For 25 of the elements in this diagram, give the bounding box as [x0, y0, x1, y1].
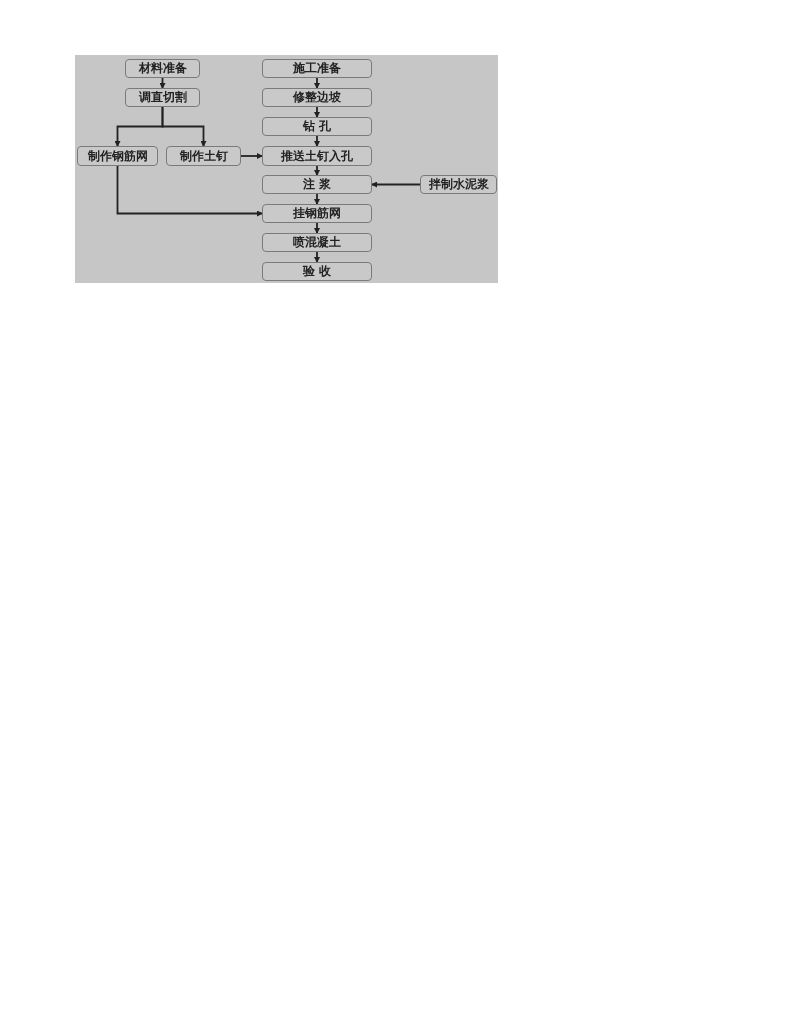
process-box: 注 浆 [262, 175, 372, 194]
arrow [159, 77, 166, 89]
arrow [116, 165, 263, 217]
arrow [314, 193, 320, 205]
arrow [314, 165, 320, 176]
arrow [240, 153, 263, 159]
process-box: 钻 孔 [262, 117, 372, 136]
process-box: 喷混凝土 [262, 233, 372, 252]
arrow [314, 222, 320, 234]
process-box: 推送土钉入孔 [262, 146, 372, 166]
process-box: 材料准备 [125, 59, 200, 78]
arrow [161, 106, 207, 147]
process-box: 调直切割 [125, 88, 200, 107]
process-box: 验 收 [262, 262, 372, 281]
arrow [314, 77, 320, 89]
arrow [314, 106, 320, 118]
arrow [371, 181, 421, 188]
arrow [314, 251, 320, 263]
process-box: 制作土钉 [166, 146, 241, 166]
arrow [314, 135, 320, 147]
process-box: 施工准备 [262, 59, 372, 78]
process-box: 拌制水泥浆 [420, 175, 497, 194]
process-box: 挂钢筋网 [262, 204, 372, 223]
process-box: 制作钢筋网 [77, 146, 158, 166]
process-box: 修整边坡 [262, 88, 372, 107]
